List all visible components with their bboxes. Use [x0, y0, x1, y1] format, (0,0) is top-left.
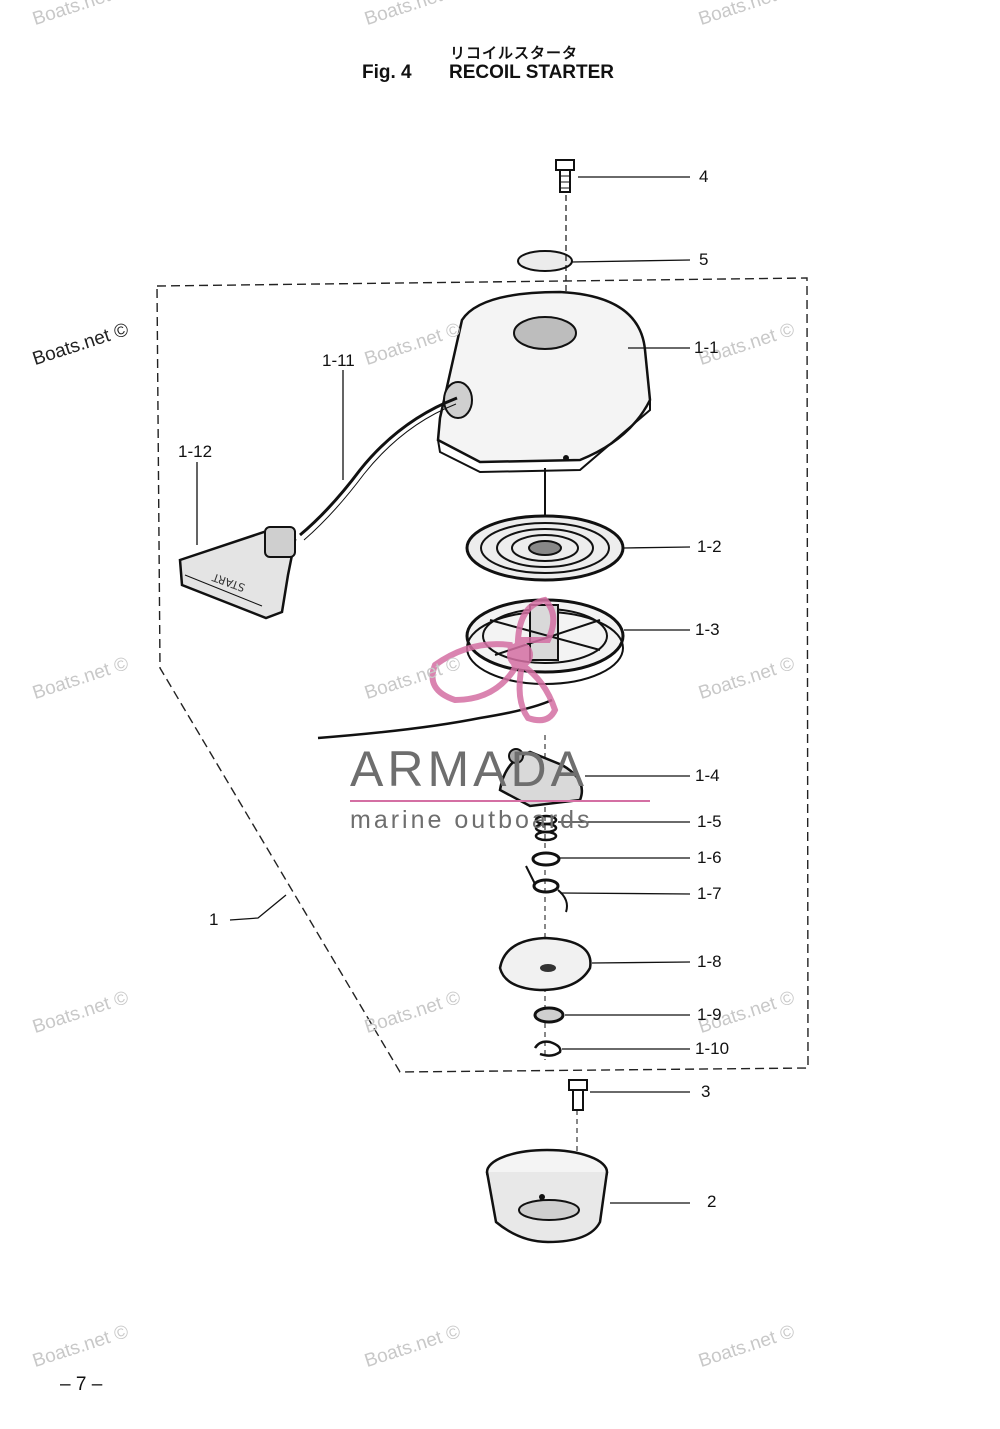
callout-5: 5 — [699, 250, 709, 269]
brand-logo-mark — [429, 596, 559, 724]
figure-title: RECOIL STARTER — [449, 62, 615, 83]
washer-1-6-part — [531, 851, 561, 867]
friction-plate-part — [498, 936, 592, 992]
brand-name: ARMADA — [350, 741, 588, 797]
page-number: – 7 – — [60, 1374, 103, 1395]
cap-5-part — [517, 250, 573, 272]
callout-1-4: 1-4 — [695, 766, 720, 785]
callout-1-3: 1-3 — [695, 620, 720, 639]
assembly-boundary — [156, 277, 809, 1073]
callout-1-10: 1-10 — [695, 1039, 730, 1058]
callout-1-2: 1-2 — [697, 537, 722, 556]
brand-divider — [350, 800, 650, 802]
recoil-spring-part — [465, 514, 625, 582]
starter-cover-part — [436, 290, 652, 474]
leader-lines — [196, 176, 691, 1204]
bolt-3-part — [568, 1079, 588, 1111]
callout-1-7: 1-7 — [697, 884, 722, 903]
figure-number: Fig. 4 — [362, 62, 412, 83]
callout-1-11: 1-11 — [322, 351, 355, 370]
clip-1-10-part — [533, 1040, 562, 1057]
brand-tagline: marine outboards — [350, 806, 593, 834]
starter-handle-part — [178, 526, 297, 620]
washer-1-9-part — [533, 1006, 565, 1024]
callout-1: 1 — [209, 910, 219, 929]
return-spring-part — [525, 865, 568, 913]
callout-4: 4 — [699, 167, 709, 186]
callout-1-12: 1-12 — [178, 442, 213, 461]
bolt-4-part — [555, 159, 575, 193]
callout-3: 3 — [701, 1082, 711, 1101]
starter-rope-part — [299, 396, 458, 537]
callout-1-8: 1-8 — [697, 952, 722, 971]
title-japanese: リコイルスタータ — [450, 44, 579, 62]
ratchet-spring-part — [534, 814, 558, 842]
callout-1-1: 1-1 — [694, 338, 719, 357]
callout-1-9: 1-9 — [697, 1005, 722, 1024]
starter-cup-part — [485, 1148, 609, 1244]
ratchet-part — [498, 748, 584, 808]
callout-1-6: 1-6 — [697, 848, 722, 867]
callout-2: 2 — [707, 1192, 717, 1211]
callout-1-5: 1-5 — [697, 812, 722, 831]
